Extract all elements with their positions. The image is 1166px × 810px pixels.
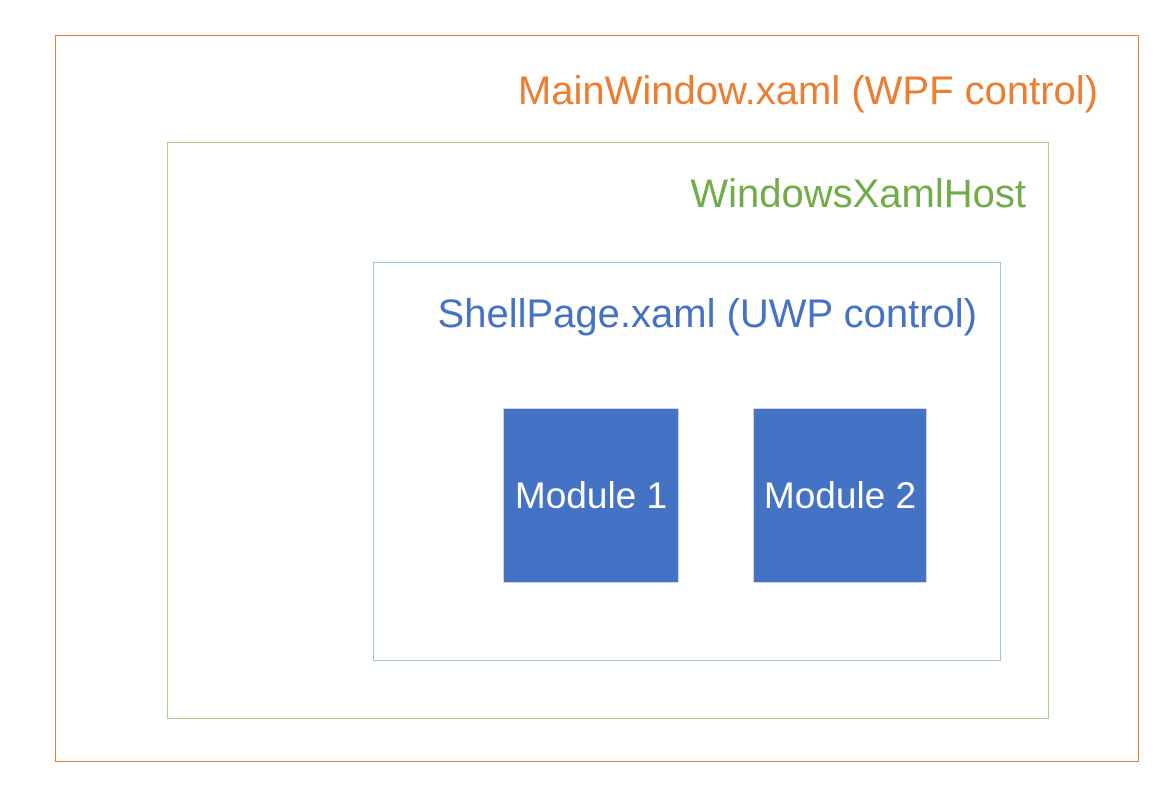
layer-windowsxamlhost: WindowsXamlHost ShellPage.xaml (UWP cont… [167,142,1049,719]
module-box-2: Module 2 [753,408,927,583]
layer-label-mainwindow-wpf: MainWindow.xaml (WPF control) [517,69,1098,113]
layer-label-shellpage-uwp: ShellPage.xaml (UWP control) [437,292,977,336]
module-box-2-label: Module 2 [763,474,917,516]
layer-label-windowsxamlhost: WindowsXamlHost [690,172,1026,216]
layer-mainwindow-wpf: MainWindow.xaml (WPF control) WindowsXam… [55,35,1139,762]
module-box-1: Module 1 [503,408,679,583]
module-box-1-label: Module 1 [514,474,668,516]
layer-shellpage-uwp: ShellPage.xaml (UWP control) Module 1 Mo… [373,262,1001,661]
